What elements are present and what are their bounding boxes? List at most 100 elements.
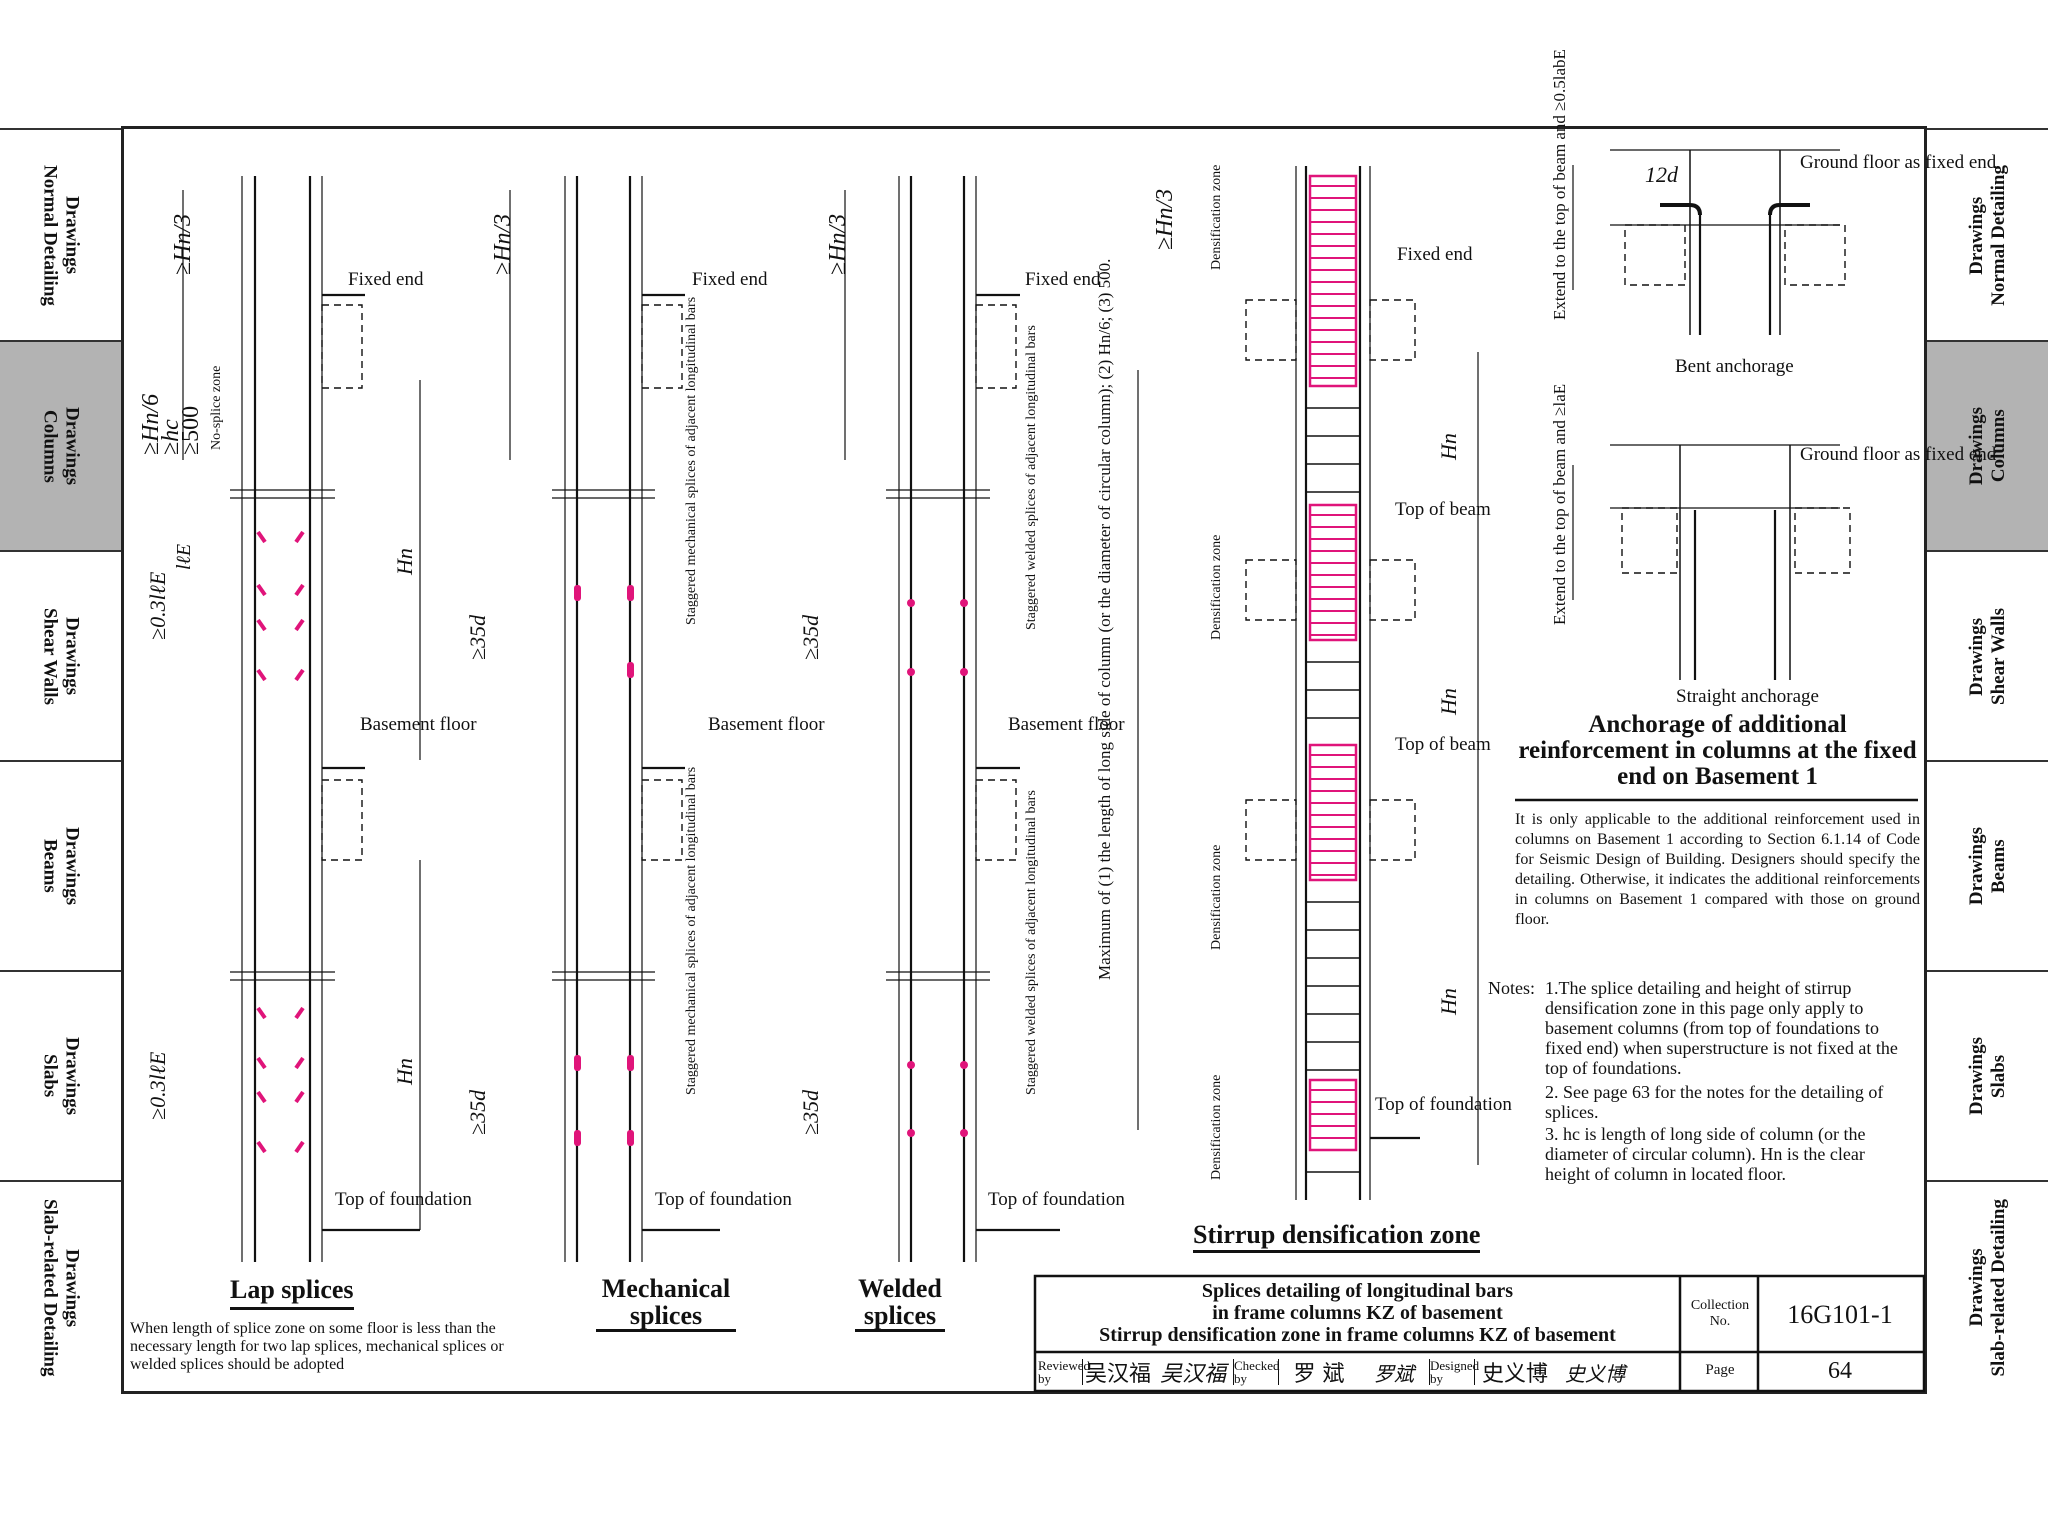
note-1: 1.The splice detailing and height of sti…	[1545, 978, 1898, 1078]
tab-label-line2: Slab-related Detailing	[39, 1199, 61, 1377]
designed-signature: 史义博	[1565, 1361, 1625, 1386]
hn3-label-3: ≥Hn/3	[825, 214, 851, 275]
no-splice-zone-1: No-splice zone	[209, 366, 224, 450]
fixed-end-label-2: Fixed end	[692, 269, 768, 290]
staggered-mech-label-2: Staggered mechanical splices of adjacent…	[684, 767, 699, 1095]
notes-heading: Notes:	[1488, 978, 1535, 998]
basement-floor-label-1: Basement floor	[360, 714, 477, 735]
page-number: 64	[1828, 1358, 1852, 1384]
reviewed-signature: 吴汉福	[1159, 1362, 1226, 1387]
stirrup-densified-hoops	[1308, 174, 1358, 1152]
35d-label-3b: ≥35d	[798, 1089, 823, 1135]
basement-floor-label-3: Basement floor	[1008, 714, 1125, 735]
top-beam-label-1: Top of beam	[1395, 499, 1491, 520]
checked-signature: 罗斌	[1374, 1361, 1414, 1386]
welded-splices-caption: Welded splices	[855, 1275, 945, 1332]
stirrup-diagram	[1137, 166, 1479, 1200]
collection-number: 16G101-1	[1787, 1300, 1893, 1329]
reviewed-name: 吴汉福	[1084, 1362, 1151, 1387]
densification-zone-4: Densification zone	[1209, 1075, 1224, 1180]
tab-label-line1: Drawings	[61, 406, 83, 486]
35d-label-2: ≥35d	[465, 614, 490, 660]
densification-zone-1: Densification zone	[1209, 165, 1224, 270]
fixed-end-label-4: Fixed end	[1397, 244, 1473, 265]
lap-splices-note: When length of splice zone on some floor…	[130, 1320, 504, 1373]
tab-label-line2: Slabs	[39, 1054, 61, 1098]
bent-anchorage-caption: Bent anchorage	[1675, 356, 1794, 377]
welded-splice-marks	[907, 599, 968, 1137]
bent-anchorage-diagram	[1572, 149, 1846, 335]
tab-label-line1: Drawings	[61, 1036, 83, 1116]
lle03-label-1b: ≥0.3lℓE	[145, 1051, 170, 1120]
lle-label-1: lℓE	[173, 544, 195, 570]
reviewed-label: Reviewed by	[1038, 1358, 1090, 1386]
stirrup-caption: Stirrup densification zone	[1193, 1220, 1481, 1253]
densification-zone-3: Densification zone	[1209, 845, 1224, 950]
tab-label-line2: Beams	[39, 839, 61, 893]
note-2: 2. See page 63 for the notes for the det…	[1545, 1082, 1884, 1122]
staggered-mech-label-1: Staggered mechanical splices of adjacent…	[684, 297, 699, 625]
hn3-label-4: ≥Hn/3	[1152, 189, 1178, 250]
note-3: 3. hc is length of long side of column (…	[1545, 1124, 1866, 1184]
lap-splice-marks	[256, 530, 305, 1154]
title-block-title: Splices detailing of longitudinal bars i…	[1040, 1280, 1675, 1346]
designed-name: 史义博	[1481, 1362, 1548, 1387]
page-label: Page	[1705, 1362, 1735, 1378]
500-label-1: ≥500	[178, 406, 204, 455]
straight-anchorage-caption: Straight anchorage	[1676, 686, 1819, 707]
straight-extend-label: Extend to the top of beam and ≥laE	[1550, 384, 1569, 625]
ground-floor-label-1: Ground floor as fixed end	[1800, 152, 1997, 173]
top-beam-label-2: Top of beam	[1395, 734, 1491, 755]
signature-row: Reviewed by 吴汉福 吴汉福 Checked by 罗 斌 罗斌 De…	[1038, 1356, 1678, 1388]
ground-floor-label-2: Ground floor as fixed end	[1800, 444, 1997, 465]
hn-label-4a: Hn	[1436, 433, 1461, 461]
tab-label-line1: Drawings	[61, 1248, 83, 1328]
title-line-3: Stirrup densification zone in frame colu…	[1099, 1324, 1616, 1346]
mechanical-splice-marks	[574, 585, 634, 1146]
staggered-weld-label-2: Staggered welded splices of adjacent lon…	[1024, 790, 1039, 1095]
hn3-label-1: ≥Hn/3	[170, 214, 196, 275]
staggered-weld-label-1: Staggered welded splices of adjacent lon…	[1024, 325, 1039, 630]
tab-label-line2: Normal Detailing	[39, 164, 61, 306]
top-foundation-label-2: Top of foundation	[655, 1189, 792, 1210]
top-foundation-label-1: Top of foundation	[335, 1189, 472, 1210]
basement-floor-label-2: Basement floor	[708, 714, 825, 735]
collection-label: Collection No.	[1690, 1298, 1750, 1329]
checked-label: Checked by	[1233, 1358, 1280, 1386]
checked-name: 罗 斌	[1293, 1362, 1345, 1387]
drawing-frame	[121, 126, 1927, 1394]
anchorage-description: It is only applicable to the additional …	[1515, 811, 1920, 928]
fixed-end-label-1: Fixed end	[348, 269, 424, 290]
hn-label-4b: Hn	[1436, 688, 1461, 716]
hn-label-4c: Hn	[1436, 988, 1461, 1016]
straight-anchorage-diagram	[1572, 444, 1851, 680]
fixed-end-label-3: Fixed end	[1025, 269, 1101, 290]
lap-splices-diagram	[182, 176, 421, 1262]
top-foundation-label-4: Top of foundation	[1375, 1094, 1512, 1115]
hn6-label-1: ≥Hn/6	[138, 394, 164, 455]
hn-label-1b: Hn	[392, 1058, 417, 1086]
max-note: Maximum of (1) the length of long side o…	[1095, 259, 1114, 980]
tab-label-line2: Columns	[39, 409, 61, 483]
tab-label-line2: Shear Walls	[39, 607, 61, 705]
stirrup-normal-hoops	[1306, 407, 1360, 1173]
